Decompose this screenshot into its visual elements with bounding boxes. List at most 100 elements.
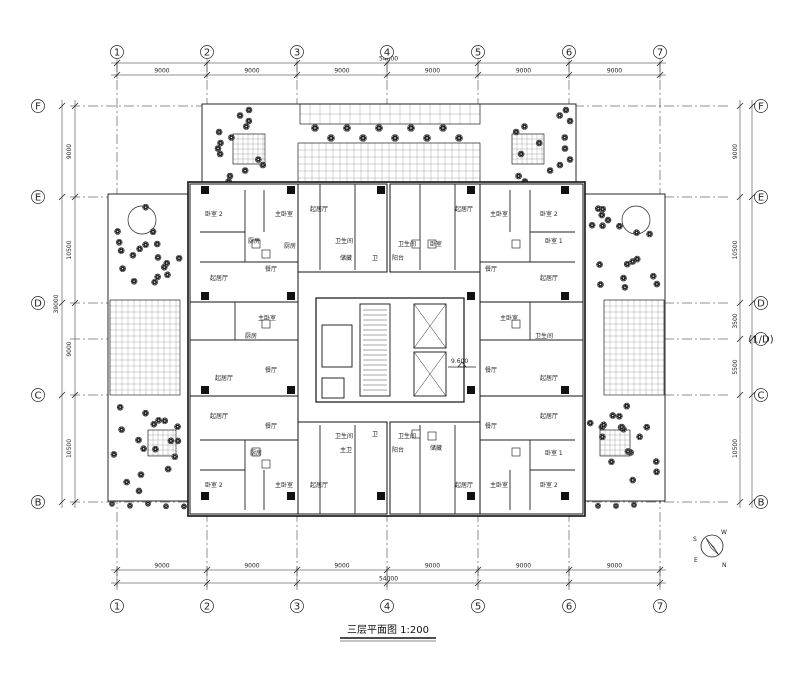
tree-leaf-icon [603,422,605,424]
tree-leaf-icon [230,174,232,176]
tree-leaf-icon [331,135,333,137]
tree-leaf-icon [637,257,639,259]
tree-icon [653,459,659,465]
tree-icon [217,151,223,157]
tree-icon [164,260,170,266]
axis-col-top-6: 6 [566,47,572,58]
tree-leaf-icon [633,478,635,480]
room-label-dining: 餐厅 [485,422,497,430]
dim-top-span-2: 9000 [334,68,349,75]
tree-icon [141,446,147,452]
tree-icon [176,255,182,261]
tree-leaf-icon [616,504,618,506]
tree-icon [237,113,243,119]
compass-s: S [693,536,697,543]
tree-icon [567,118,573,124]
compass-w: W [721,529,727,536]
structural-column [561,386,569,394]
tree-leaf-icon [148,502,150,504]
tree-icon [595,503,600,508]
tree-icon [634,230,640,236]
tree-icon [631,502,636,507]
axis-row-right-2: D [757,298,765,309]
tree-leaf-icon [625,285,627,287]
tree-leaf-icon [120,405,122,407]
room-label-storage: 储藏 [340,254,352,262]
tree-icon [216,129,222,135]
stair-elevator-core [316,298,464,402]
structural-column [287,492,295,500]
tree-icon [536,140,542,146]
tree-leaf-icon [411,125,413,127]
room-label-living: 起居厅 [310,481,328,489]
tree-leaf-icon [566,108,568,110]
tree-leaf-icon [153,229,155,231]
tree-icon [181,504,186,509]
structural-column [287,292,295,300]
tree-leaf-icon [619,414,621,416]
tree-leaf-icon [565,135,567,137]
tree-icon [344,125,351,132]
tree-icon [608,459,614,465]
tree-icon [215,146,221,152]
room-label-bedroom2: 卧室 2 [540,481,558,489]
axis-col-top-4: 4 [384,47,390,58]
tree-leaf-icon [649,232,651,234]
tree-icon [172,454,178,460]
dim-right-span-1: 10500 [732,240,739,259]
tree-leaf-icon [636,230,638,232]
dim-top-span-4: 9000 [516,68,531,75]
tree-leaf-icon [168,467,170,469]
tree-icon [127,503,132,508]
tree-icon [516,173,522,179]
structural-column [201,386,209,394]
tree-leaf-icon [143,446,145,448]
room-label-living: 起居厅 [540,374,558,382]
dim-right-span-2: 3500 [732,313,739,328]
bath-fixture [428,432,436,440]
dim-bottom-span-3: 9000 [425,563,440,570]
tree-leaf-icon [121,248,123,250]
tree-leaf-icon [619,224,621,226]
structural-column [467,186,475,194]
tree-icon [168,438,174,444]
tree-leaf-icon [315,125,317,127]
tree-leaf-icon [119,240,121,242]
tree-leaf-icon [634,503,636,505]
room-label-dining: 餐厅 [265,366,277,374]
room-label-bath: 卫生间 [335,432,353,440]
room-label-dining: 餐厅 [485,366,497,374]
tree-icon [376,125,383,132]
tree-leaf-icon [521,152,523,154]
tree-icon [120,266,126,272]
tree-icon [456,135,463,142]
compass-n: N [722,562,727,569]
room-label-bath: 卫生间 [398,240,416,248]
tree-leaf-icon [158,418,160,420]
tree-leaf-icon [246,124,248,126]
axis-row-left-0: F [35,101,41,112]
tree-leaf-icon [240,113,242,115]
tree-icon [137,246,143,252]
tree-leaf-icon [157,274,159,276]
tree-leaf-icon [126,480,128,482]
structural-column [201,186,209,194]
tree-icon [143,410,149,416]
axis-row-right-5: B [758,497,765,508]
room-label-bedroom2: 卧室 2 [205,481,223,489]
tree-icon [227,173,233,179]
room-label-living: 起居厅 [210,412,228,420]
tree-icon [163,504,168,509]
structural-column [287,386,295,394]
tree-icon [654,469,660,475]
tree-icon [135,437,141,443]
room-label-master: 主卧室 [490,481,508,489]
tree-leaf-icon [347,125,349,127]
tree-leaf-icon [158,255,160,257]
tree-leaf-icon [602,213,604,215]
axis-row-right-0: F [758,101,764,112]
dim-left-span-1: 10500 [66,240,73,259]
room-label-bath: 卫生间 [335,237,353,245]
tree-icon [118,248,124,254]
tree-leaf-icon [627,404,629,406]
